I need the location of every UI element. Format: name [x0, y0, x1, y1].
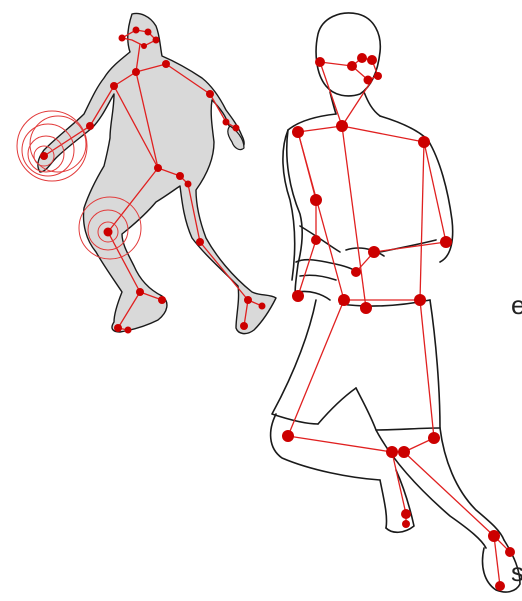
large-figure-skeleton	[288, 58, 510, 586]
small-figure	[17, 14, 276, 334]
large-figure-joints	[282, 53, 515, 591]
edge-text-e: e	[511, 290, 522, 321]
large-figure	[271, 13, 520, 592]
large-figure-outline	[271, 13, 520, 592]
edge-text-s: s	[511, 557, 522, 588]
